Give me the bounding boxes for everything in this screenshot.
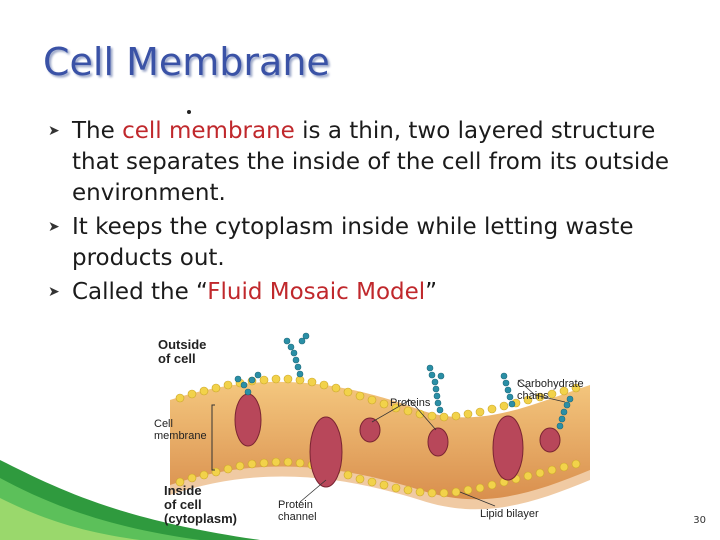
stray-dot — [187, 110, 191, 114]
bullet-1-highlight: cell membrane — [122, 118, 295, 144]
label-outside-of-cell: Outside of cell — [158, 338, 206, 366]
bullet-3-pre: Called the “ — [72, 279, 208, 305]
membrane-proteins — [234, 393, 561, 488]
label-inside-line-2: of cell — [164, 497, 202, 512]
lipid-heads-top — [175, 374, 581, 422]
label-cell-membrane: Cell membrane — [154, 418, 207, 442]
arrow-bullet-icon: ➤ — [48, 219, 60, 235]
label-lipid-bilayer: Lipid bilayer — [480, 508, 539, 520]
label-outside-line-2: of cell — [158, 351, 196, 366]
label-protein-channel-line-2: channel — [278, 511, 317, 523]
slide-title: Cell Membrane — [43, 40, 330, 84]
label-carbohydrate-line-1: Carbohydrate — [517, 378, 584, 390]
bullet-1-pre: The — [72, 118, 123, 144]
bullet-item-3: ➤ Called the “Fluid Mosaic Model” — [48, 277, 692, 308]
label-inside-line-1: Inside — [164, 483, 202, 498]
label-carbohydrate-chains: Carbohydrate chains — [517, 378, 584, 402]
bullet-item-1: ➤ The cell membrane is a thin, two layer… — [48, 116, 692, 209]
cell-membrane-bracket — [211, 404, 215, 471]
bullet-item-2: ➤ It keeps the cytoplasm inside while le… — [48, 212, 692, 274]
green-swoosh-decoration — [0, 460, 260, 540]
label-protein-channel-line-1: Protein — [278, 499, 313, 511]
carbohydrate-chains — [234, 332, 574, 430]
label-cell-membrane-line-2: membrane — [154, 430, 207, 442]
pointer-lines — [299, 379, 566, 507]
membrane-diagram — [170, 332, 590, 510]
bullet-3-highlight: Fluid Mosaic Model — [207, 279, 426, 305]
label-outside-line-1: Outside — [158, 337, 207, 352]
label-inside-line-3: (cytoplasm) — [164, 511, 237, 526]
label-proteins: Proteins — [390, 397, 431, 409]
label-protein-channel: Protein channel — [278, 499, 317, 523]
bullet-1-post: is a thin, two layered structure that se… — [72, 118, 670, 206]
bullet-2-text: It keeps the cytoplasm inside while lett… — [72, 214, 634, 271]
arrow-bullet-icon: ➤ — [48, 284, 60, 300]
page-number: 30 — [693, 515, 706, 526]
arrow-bullet-icon: ➤ — [48, 123, 60, 139]
lipid-bilayer-band — [170, 381, 590, 500]
bullet-list: ➤ The cell membrane is a thin, two layer… — [48, 116, 692, 311]
label-inside-of-cell: Inside of cell (cytoplasm) — [164, 484, 237, 526]
label-cell-membrane-line-1: Cell — [154, 418, 173, 430]
label-carbohydrate-line-2: chains — [517, 390, 549, 402]
bullet-3-post: ” — [425, 279, 438, 305]
